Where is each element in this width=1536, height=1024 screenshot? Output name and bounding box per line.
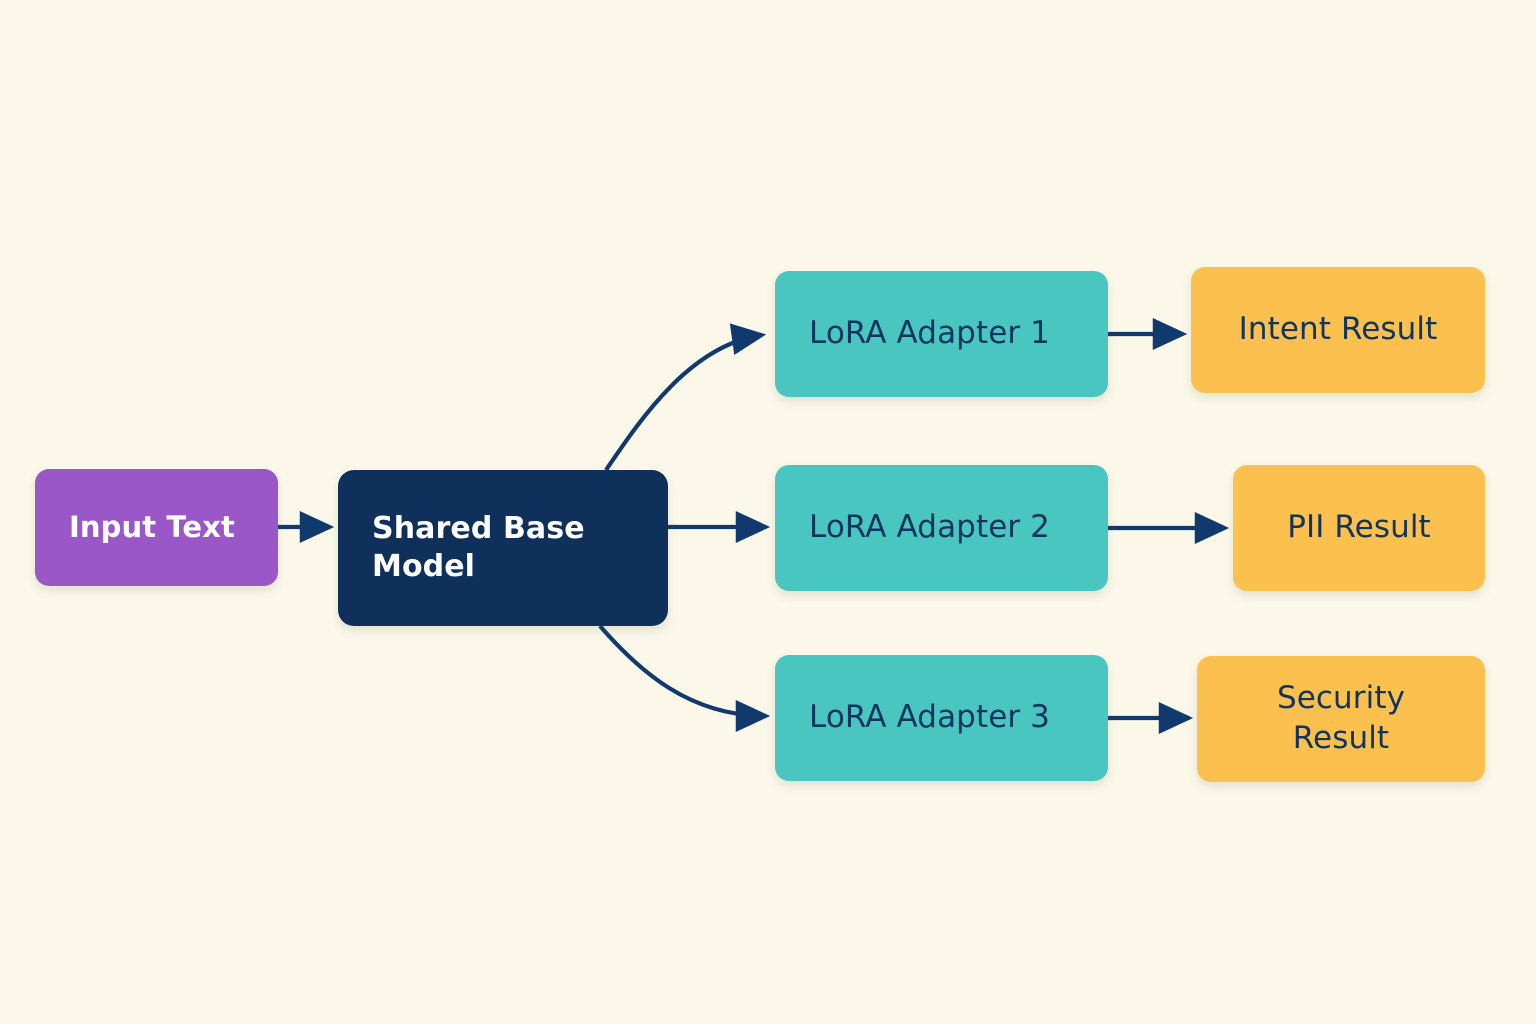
node-intent-result-label: Intent Result <box>1238 311 1438 348</box>
base-label-line-1: Shared Base <box>372 510 585 546</box>
node-lora-adapter-1-label: LoRA Adapter 1 <box>809 315 1050 352</box>
edge-base-to-adapter-1 <box>604 323 767 472</box>
node-security-result[interactable]: Security Result <box>1197 656 1485 782</box>
node-input-text-label: Input Text <box>69 509 235 544</box>
node-input-text[interactable]: Input Text <box>35 469 278 586</box>
node-lora-adapter-1[interactable]: LoRA Adapter 1 <box>775 271 1108 397</box>
edge-base-to-adapter-3 <box>598 624 771 732</box>
node-security-result-label: Security Result <box>1276 680 1406 756</box>
node-lora-adapter-3[interactable]: LoRA Adapter 3 <box>775 655 1108 781</box>
node-lora-adapter-2-label: LoRA Adapter 2 <box>809 509 1050 546</box>
node-pii-result-label: PII Result <box>1287 509 1431 546</box>
node-intent-result[interactable]: Intent Result <box>1191 267 1485 393</box>
node-lora-adapter-3-label: LoRA Adapter 3 <box>809 699 1050 736</box>
node-lora-adapter-2[interactable]: LoRA Adapter 2 <box>775 465 1108 591</box>
base-label-line-2: Model <box>372 549 476 584</box>
node-pii-result[interactable]: PII Result <box>1233 465 1485 591</box>
